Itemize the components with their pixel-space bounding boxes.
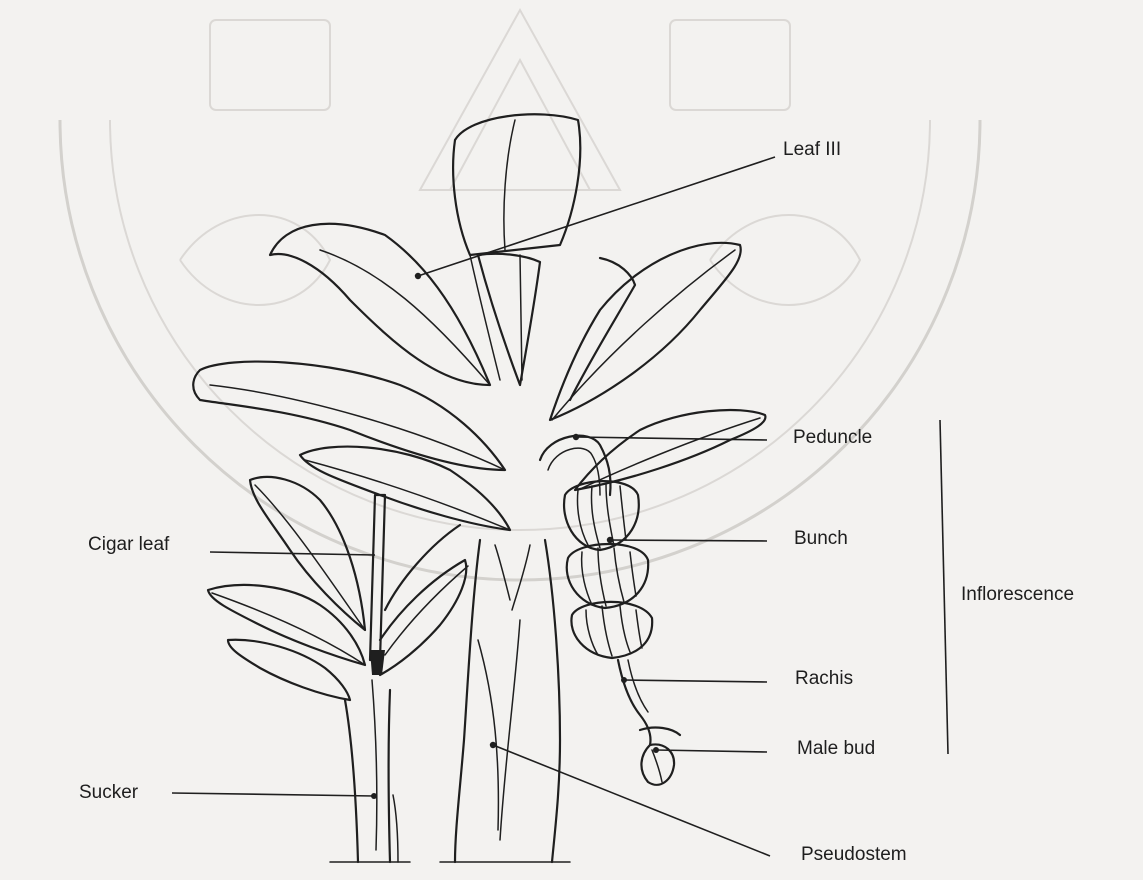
label-rachis: Rachis [795, 669, 853, 688]
leader-bunch [610, 540, 767, 541]
banana-bunch [564, 481, 652, 658]
label-inflorescence: Inflorescence [961, 585, 1074, 604]
sucker-plant [208, 477, 468, 862]
leader-male-bud [656, 750, 767, 752]
label-male-bud: Male bud [797, 739, 875, 758]
label-cigar-leaf: Cigar leaf [88, 535, 169, 554]
rachis-and-male-bud [618, 660, 680, 785]
leader-pseudostem [493, 745, 770, 856]
inflorescence-bracket [940, 420, 948, 754]
label-pseudostem: Pseudostem [801, 845, 907, 864]
leader-rachis [624, 680, 767, 682]
label-leaf-iii: Leaf III [783, 140, 841, 159]
label-sucker: Sucker [79, 783, 138, 802]
label-bunch: Bunch [794, 529, 848, 548]
leader-sucker [172, 793, 374, 796]
leader-leaf-iii [418, 157, 775, 276]
label-peduncle: Peduncle [793, 428, 872, 447]
